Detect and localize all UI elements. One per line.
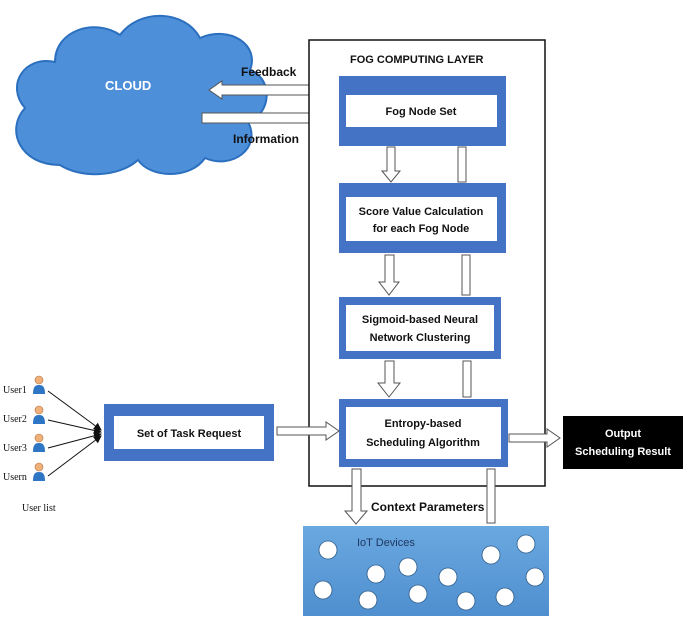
entropy-box: Entropy-based Scheduling Algorithm — [339, 399, 508, 467]
context-arrow-down — [343, 468, 369, 525]
context-arrow-up-bar — [486, 468, 496, 524]
arrow-up-bar-2 — [461, 254, 471, 296]
cloud: CLOUD — [15, 14, 268, 176]
iot-devices-label: IoT Devices — [357, 537, 415, 549]
score-value-line2: for each Fog Node — [373, 223, 470, 235]
user-label: User1 — [3, 385, 27, 396]
cloud-label: CLOUD — [105, 78, 151, 93]
output-line2: Scheduling Result — [575, 446, 671, 458]
task-request-box: Set of Task Request — [104, 404, 274, 461]
entropy-line1: Entropy-based — [384, 418, 461, 430]
iot-device — [313, 580, 333, 600]
iot-device — [366, 564, 386, 584]
iot-device — [481, 545, 501, 565]
iot-device — [398, 557, 418, 577]
user-label: User2 — [3, 414, 27, 425]
information-label: Information — [233, 132, 299, 146]
fog-layer-title: FOG COMPUTING LAYER — [350, 54, 483, 66]
user-list: User1 User2 User3 Usern User list — [3, 375, 56, 514]
user-list-label: User list — [22, 503, 56, 514]
user-label: Usern — [3, 472, 27, 483]
entropy-line2: Scheduling Algorithm — [366, 437, 480, 449]
user-arrows — [47, 390, 102, 477]
user-icon — [33, 462, 45, 481]
arrow-up-bar-1 — [457, 146, 467, 183]
iot-device-circles — [313, 534, 545, 611]
iot-devices-box: IoT Devices — [303, 526, 549, 616]
arrow-up-bar-3 — [462, 360, 472, 398]
sigmoid-box: Sigmoid-based Neural Network Clustering — [339, 297, 501, 359]
iot-device — [408, 584, 428, 604]
context-parameters-label: Context Parameters — [371, 500, 485, 514]
iot-device — [495, 587, 515, 607]
output-line1: Output — [605, 428, 641, 440]
sigmoid-line1: Sigmoid-based Neural — [362, 314, 478, 326]
sigmoid-line2: Network Clustering — [370, 332, 471, 344]
user-icon — [33, 433, 45, 452]
iot-device — [358, 590, 378, 610]
score-value-line1: Score Value Calculation — [359, 206, 484, 218]
arrow-down-3 — [376, 360, 402, 398]
feedback-label: Feedback — [241, 65, 297, 79]
iot-device — [318, 540, 338, 560]
iot-device — [438, 567, 458, 587]
task-to-entropy-arrow — [276, 421, 340, 441]
iot-device — [516, 534, 536, 554]
arrow-down-1 — [380, 146, 402, 183]
arrow-down-2 — [377, 254, 401, 296]
output-arrow — [508, 428, 561, 448]
iot-device — [525, 567, 545, 587]
user-icon — [33, 375, 45, 394]
score-value-box: Score Value Calculation for each Fog Nod… — [339, 183, 506, 253]
cloud-shape — [15, 14, 268, 176]
fog-node-set-box: Fog Node Set — [339, 76, 506, 146]
iot-device — [456, 591, 476, 611]
output-box: Output Scheduling Result — [563, 416, 683, 469]
user-icon — [33, 405, 45, 424]
user-label: User3 — [3, 443, 27, 454]
fog-node-set-label: Fog Node Set — [386, 106, 457, 118]
task-request-label: Set of Task Request — [137, 428, 242, 440]
